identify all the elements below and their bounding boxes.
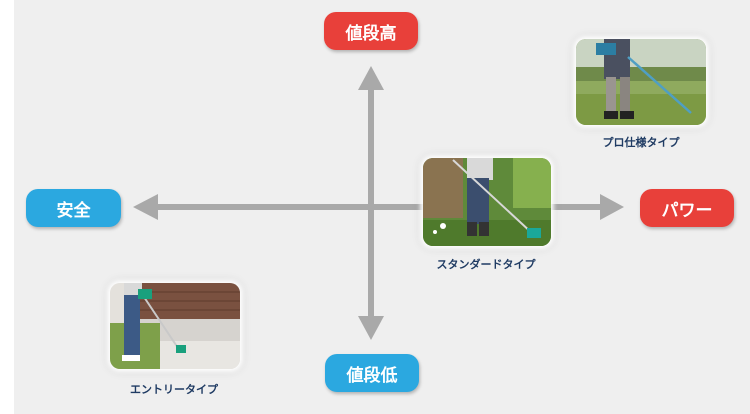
axis-label-price-low: 値段低	[325, 354, 419, 392]
pro-type-label: プロ仕様タイプ	[602, 136, 680, 149]
axis-label-power: パワー	[640, 189, 734, 227]
pro-type-photo	[576, 39, 706, 125]
standard-type-photo	[423, 158, 551, 246]
arrow-left	[133, 194, 158, 220]
axis-label-price-high: 値段高	[324, 12, 418, 50]
entry-type-label: エントリータイプ	[130, 383, 218, 396]
horizontal-axis-line	[156, 204, 602, 210]
standard-type-label: スタンダードタイプ	[436, 258, 536, 271]
axis-label-safety: 安全	[26, 189, 121, 227]
arrow-right	[600, 194, 624, 220]
entry-type-photo	[110, 283, 240, 369]
arrow-up	[358, 66, 384, 90]
arrow-down	[358, 316, 384, 340]
